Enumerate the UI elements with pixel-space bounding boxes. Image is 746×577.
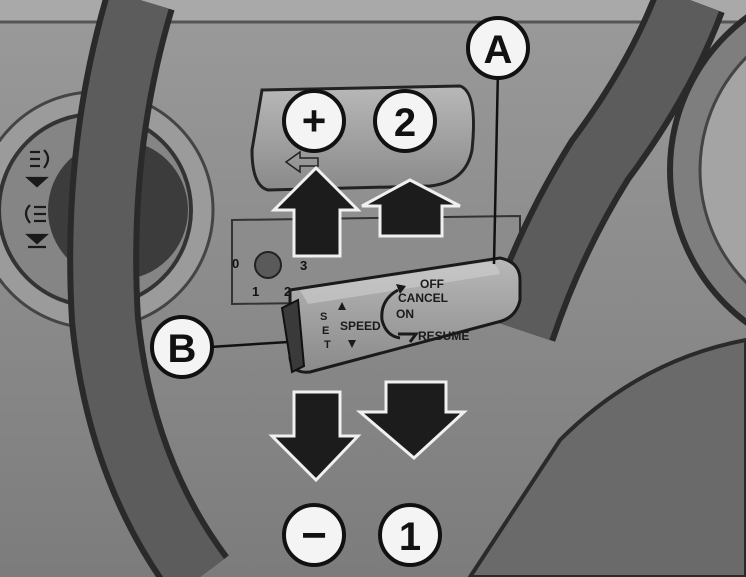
set-switch-tip[interactable] <box>280 298 306 374</box>
cycle-arrow-icon <box>380 288 401 340</box>
callout-one: 1 <box>378 503 442 567</box>
wiper-position-0: 0 <box>232 256 239 271</box>
resume-up-arrow-icon <box>361 178 461 238</box>
leader-line-a <box>492 67 500 265</box>
instrument-cluster <box>667 14 746 326</box>
dashboard-top-trim <box>0 0 746 22</box>
speed-down-arrow-icon <box>348 340 356 348</box>
speed-label: SPEED <box>340 319 381 333</box>
callout-minus: − <box>282 503 346 567</box>
svg-text:2: 2 <box>394 101 416 145</box>
wiper-position-2: 2 <box>284 284 291 299</box>
set-letter-e: E <box>322 325 329 337</box>
callout-plus: + <box>282 89 346 153</box>
direction-arrows <box>268 165 468 483</box>
cruise-control-stalk[interactable]: S E T SPEED OFF CANCEL ON RESUME <box>280 256 522 374</box>
set-letter-s: S <box>320 311 327 323</box>
svg-text:A: A <box>484 28 513 72</box>
svg-text:+: + <box>302 97 327 144</box>
callout-two: 2 <box>373 89 437 153</box>
front-fog-light-icon <box>25 149 50 188</box>
off-label: OFF <box>420 277 444 291</box>
turn-signal-stalk <box>250 84 475 192</box>
svg-text:1: 1 <box>399 515 421 559</box>
speed-up-arrow-icon <box>338 302 346 310</box>
svg-text:B: B <box>168 327 197 371</box>
on-label: ON <box>396 307 414 321</box>
resume-label: RESUME <box>418 329 469 343</box>
steering-wheel <box>67 0 725 577</box>
cancel-label: CANCEL <box>398 291 448 305</box>
callout-b: B <box>150 315 214 379</box>
steering-column <box>467 337 746 577</box>
svg-text:−: − <box>301 511 327 560</box>
rear-fog-light-icon <box>24 204 49 249</box>
cancel-down-arrow-icon <box>355 380 468 461</box>
set-letter-t: T <box>324 339 331 351</box>
wiper-position-1: 1 <box>252 284 259 299</box>
wiper-position-3: 3 <box>300 258 307 273</box>
increase-up-arrow-icon <box>270 165 362 258</box>
decrease-down-arrow-icon <box>268 390 362 483</box>
leader-line-b <box>209 340 289 349</box>
callout-a: A <box>466 16 530 80</box>
